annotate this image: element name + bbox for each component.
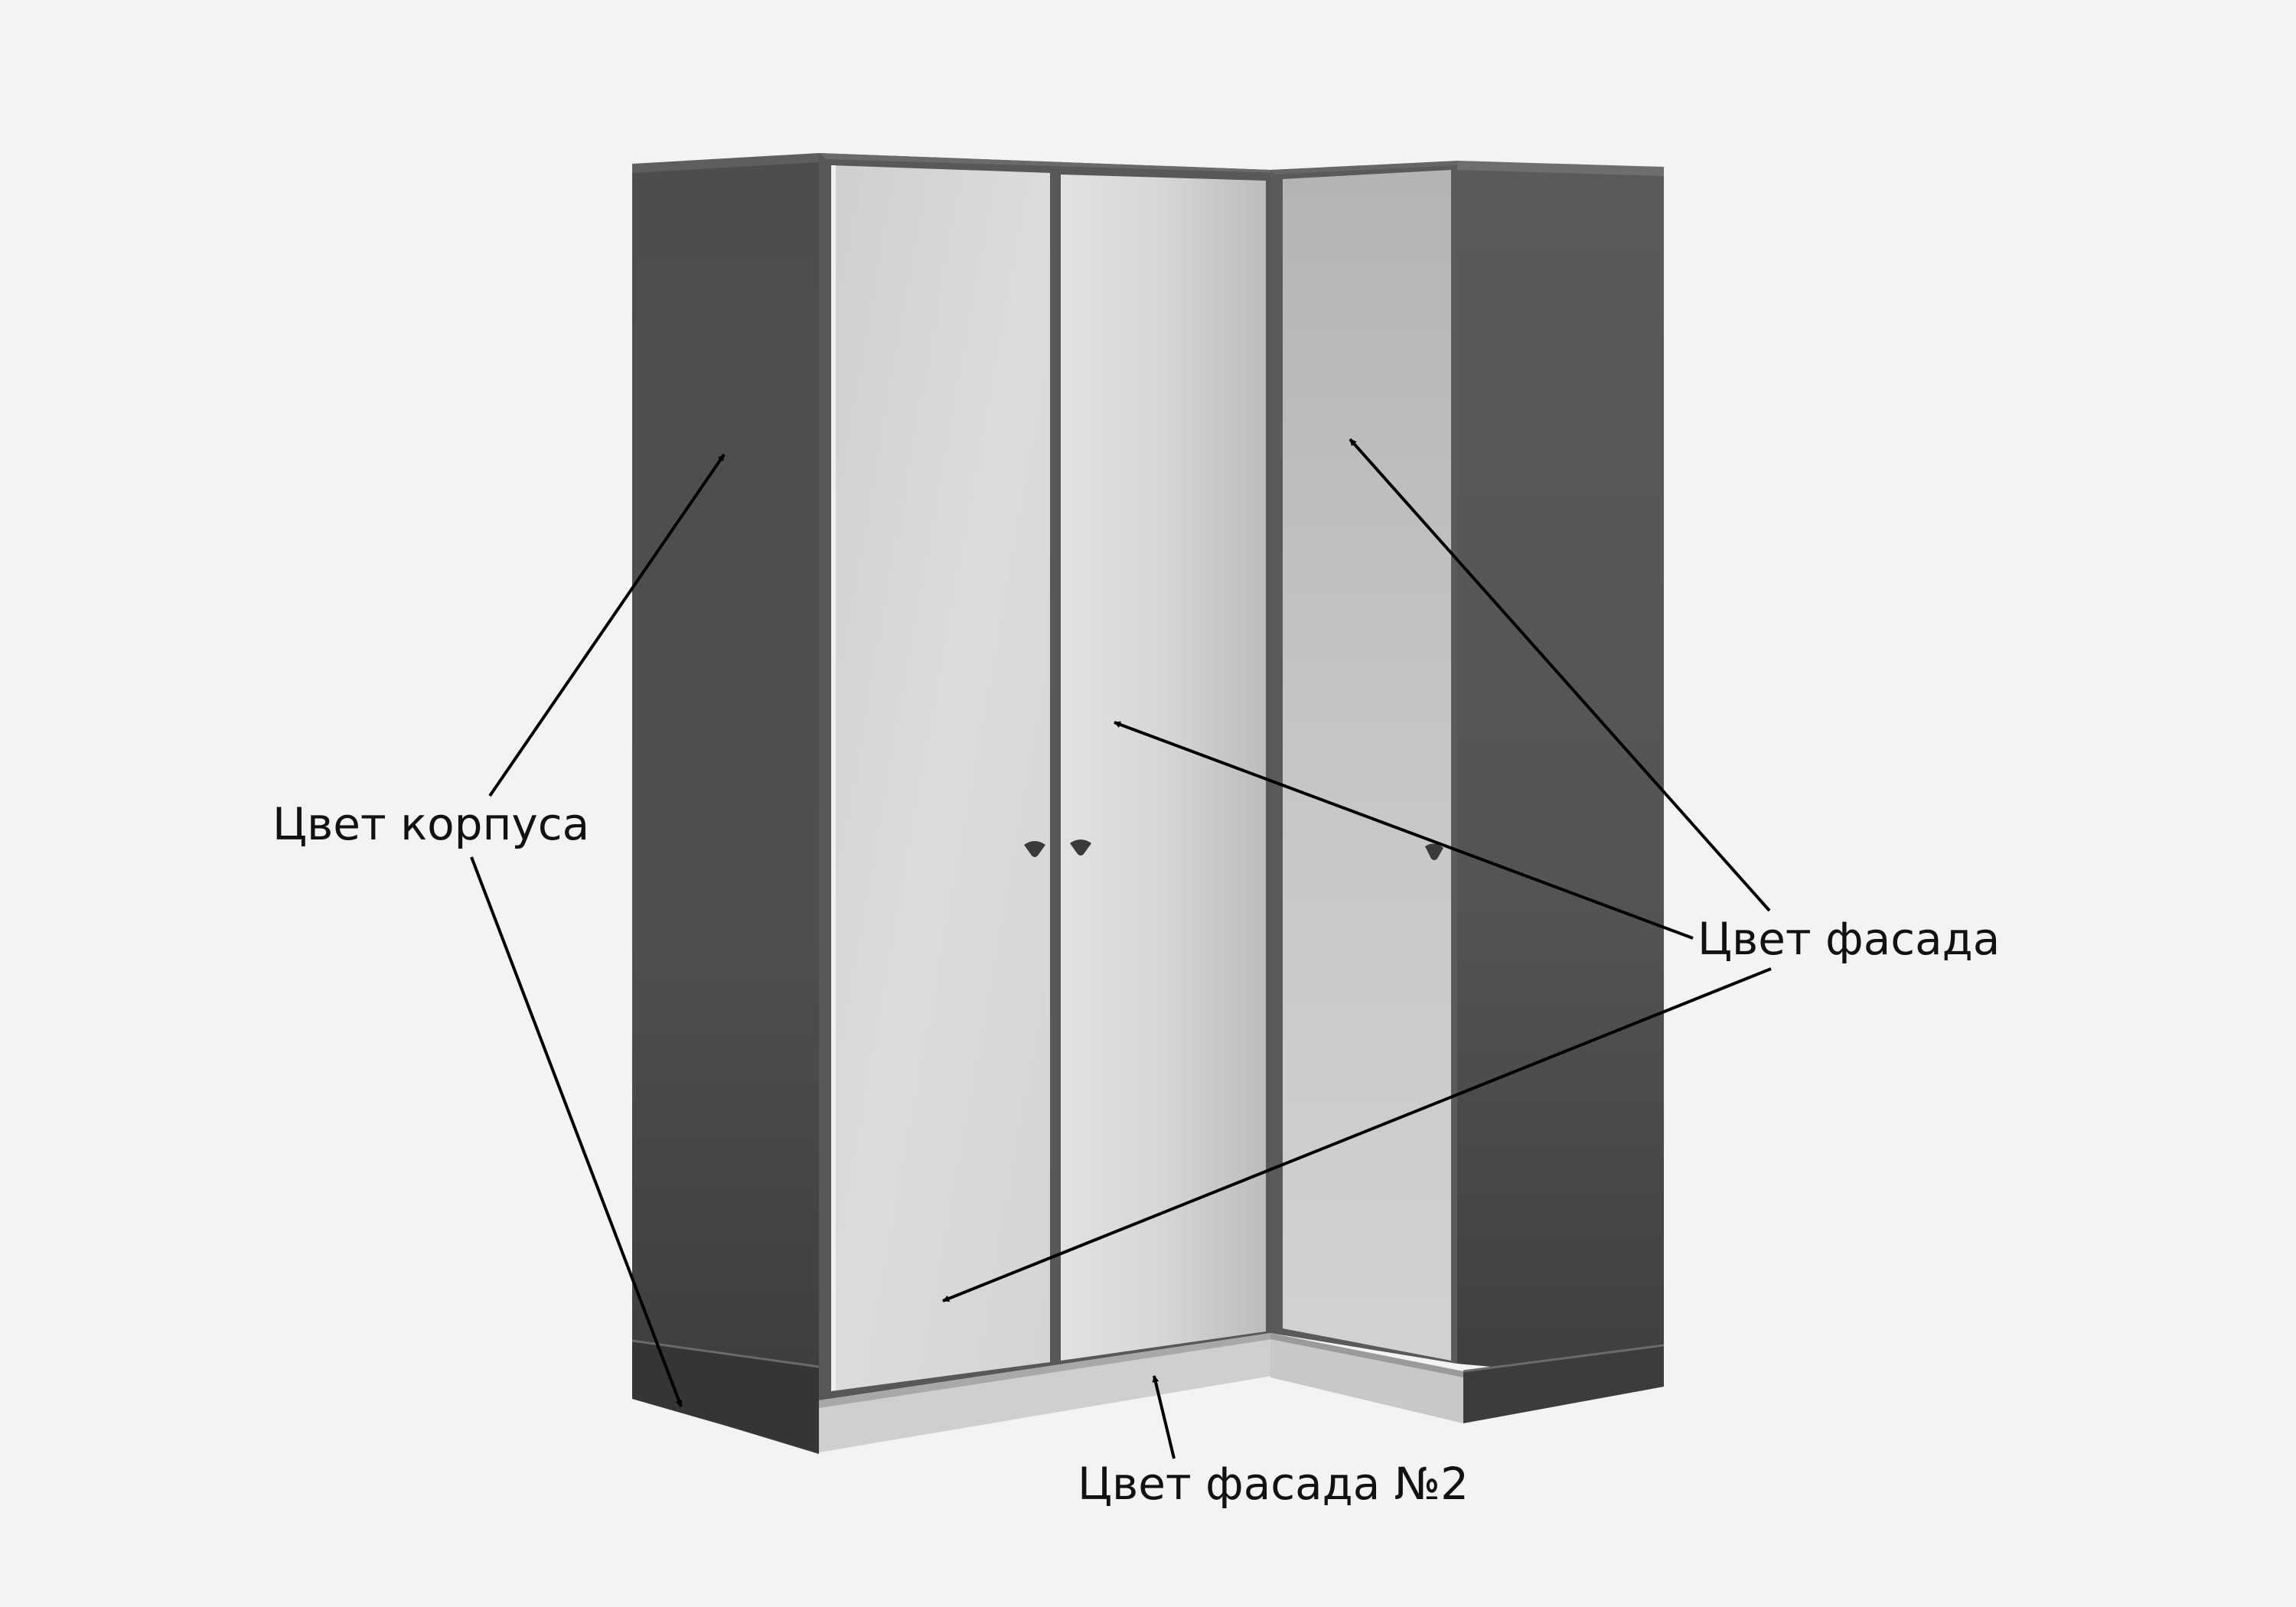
facade-color-2-label: Цвет фасада №2 <box>1078 1458 1469 1510</box>
right-door-handle-icon <box>1425 843 1443 860</box>
arrow-body-top <box>488 453 726 797</box>
arrow-facade-left <box>942 967 1772 1302</box>
arrow-body-bottom <box>470 856 683 1407</box>
front-plinth <box>819 1333 1272 1452</box>
left-door <box>831 165 1050 1391</box>
middle-door <box>1061 174 1266 1361</box>
right-door <box>1283 170 1451 1361</box>
body-color-label: Цвет корпуса <box>272 798 590 850</box>
left-side-panel <box>631 153 820 1454</box>
middle-door-handle-icon <box>1070 839 1091 856</box>
arrow-facade-right <box>1349 438 1771 912</box>
right-plinth <box>1270 1333 1463 1423</box>
annotation-arrows <box>470 438 1772 1459</box>
door-handles <box>1024 839 1443 860</box>
facade-color-label: Цвет фасада <box>1698 913 2001 965</box>
arrow-facade2 <box>1152 1375 1176 1459</box>
right-side-panel <box>1457 161 1665 1423</box>
left-door-handle-icon <box>1024 841 1045 857</box>
arrow-facade-middle <box>1114 721 1694 940</box>
